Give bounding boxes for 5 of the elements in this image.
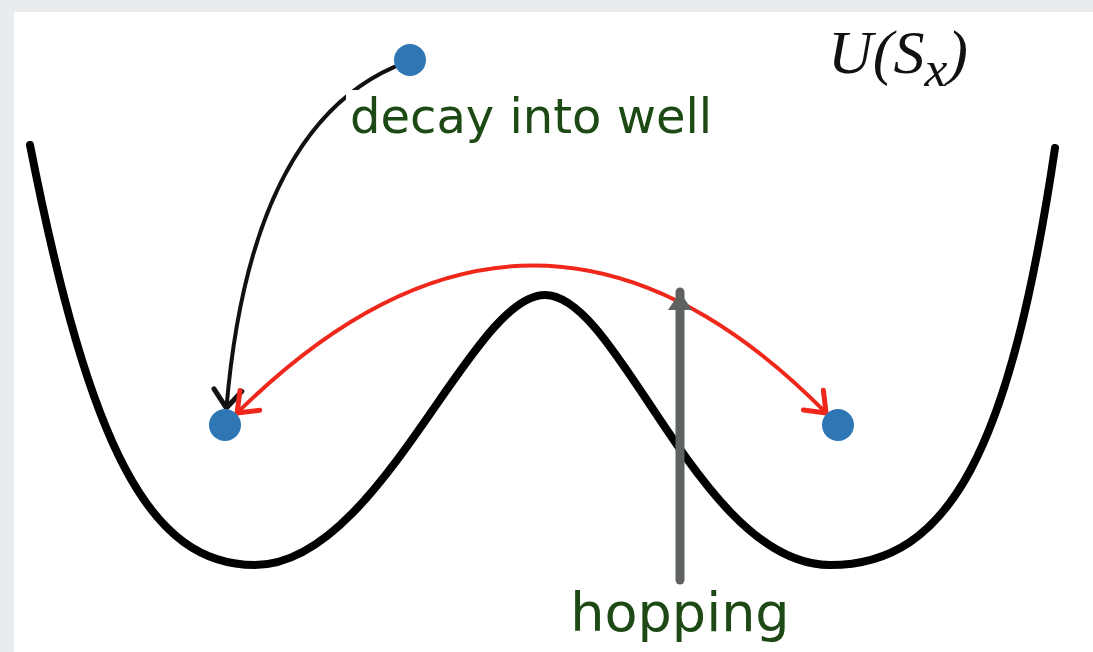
arrow — [234, 263, 829, 416]
arrow — [211, 64, 397, 411]
annotation-text: hopping — [565, 580, 795, 646]
axis-formula: U(S$_{x}$) — [828, 18, 968, 99]
leader-arrow — [668, 287, 692, 585]
